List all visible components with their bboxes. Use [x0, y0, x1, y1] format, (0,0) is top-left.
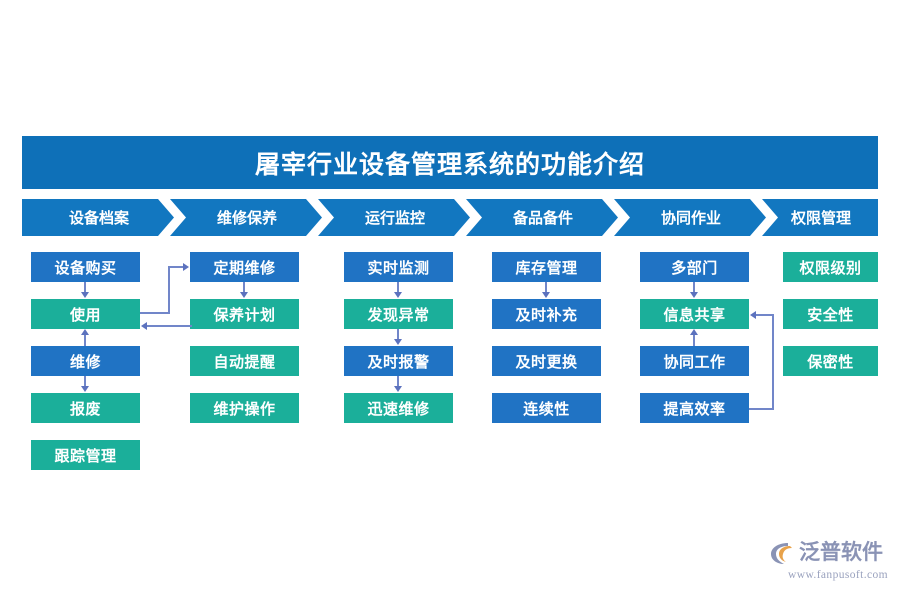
title-banner: 屠宰行业设备管理系统的功能介绍	[22, 136, 878, 189]
node-col4-4[interactable]: 连续性	[492, 393, 601, 423]
connector-col1-3-4	[84, 376, 86, 387]
node-label: 自动提醒	[213, 353, 276, 371]
node-label: 权限级别	[799, 259, 862, 277]
connector-col5-1-2	[693, 282, 695, 293]
arrow-down-col4-1-2	[542, 292, 550, 298]
node-label: 迅速维修	[367, 400, 430, 418]
connector-eff-to-share-h1	[749, 408, 774, 410]
logo-url: www.fanpusoft.com	[788, 569, 888, 581]
node-label: 保养计划	[213, 306, 276, 324]
connector-col5-3-2	[693, 335, 695, 346]
arrow-up-col1-3-2	[81, 329, 89, 335]
node-col6-3[interactable]: 保密性	[783, 346, 878, 376]
node-col4-2[interactable]: 及时补充	[492, 299, 601, 329]
node-label: 设备购买	[54, 259, 117, 277]
arrow-down-col3-3-4	[394, 386, 402, 392]
page-title: 屠宰行业设备管理系统的功能介绍	[254, 150, 645, 179]
chevron-step-3[interactable]: 运行监控	[318, 199, 470, 236]
connector-use-to-periodic-h1	[140, 312, 170, 314]
node-col4-1[interactable]: 库存管理	[492, 252, 601, 282]
node-label: 及时报警	[367, 353, 430, 371]
arrow-down-col3-2-3	[394, 339, 402, 345]
chevron-step-6[interactable]: 权限管理	[762, 199, 878, 236]
arrow-right-use-to-periodic	[183, 263, 189, 271]
fanpu-logo-icon	[771, 543, 792, 564]
brand-logo: 泛普软件 www.fanpusoft.com	[768, 538, 888, 584]
chevron-step-4[interactable]: 备品备件	[466, 199, 618, 236]
arrow-down-col5-1-2	[690, 292, 698, 298]
node-label: 连续性	[523, 400, 570, 418]
node-col6-1[interactable]: 权限级别	[783, 252, 878, 282]
node-col1-4[interactable]: 报废	[31, 393, 140, 423]
chevron-label-6: 权限管理	[790, 210, 851, 227]
chevron-label-5: 协同作业	[660, 210, 721, 227]
node-label: 信息共享	[663, 306, 726, 324]
chevron-label-1: 设备档案	[68, 210, 129, 227]
node-col3-3[interactable]: 及时报警	[344, 346, 453, 376]
connector-col4-1-2	[545, 282, 547, 293]
connector-col1-3-2	[84, 335, 86, 346]
connector-col1-1-2	[84, 282, 86, 293]
arrow-up-col5-3-2	[690, 329, 698, 335]
logo-row: 泛普软件	[768, 538, 888, 568]
node-label: 安全性	[807, 306, 854, 324]
node-label: 多部门	[671, 259, 718, 277]
node-label: 及时更换	[515, 353, 578, 371]
node-col1-1[interactable]: 设备购买	[31, 252, 140, 282]
chevron-step-2[interactable]: 维修保养	[170, 199, 322, 236]
node-col2-2[interactable]: 保养计划	[190, 299, 299, 329]
node-label: 维修	[69, 353, 101, 371]
node-col5-4[interactable]: 提高效率	[640, 393, 749, 423]
connector-plan-to-use	[147, 325, 192, 327]
node-label: 保密性	[807, 353, 854, 371]
arrow-down-col2-1-2	[240, 292, 248, 298]
arrow-down-col3-1-2	[394, 292, 402, 298]
node-label: 报废	[69, 400, 101, 418]
node-col1-5[interactable]: 跟踪管理	[31, 440, 140, 470]
node-label: 跟踪管理	[54, 447, 117, 465]
chevron-label-3: 运行监控	[364, 210, 425, 227]
chevron-label-2: 维修保养	[216, 210, 277, 227]
node-col5-2[interactable]: 信息共享	[640, 299, 749, 329]
chevron-nav: 设备档案 维修保养 运行监控 备品备件 协同作业 权限管理	[22, 199, 878, 236]
node-col1-3[interactable]: 维修	[31, 346, 140, 376]
node-col2-4[interactable]: 维护操作	[190, 393, 299, 423]
connector-eff-to-share-h2	[756, 314, 774, 316]
arrow-down-col1-3-4	[81, 386, 89, 392]
node-label: 维护操作	[213, 400, 276, 418]
node-label: 实时监测	[367, 259, 430, 277]
node-label: 提高效率	[663, 400, 726, 418]
connector-col3-3-4	[397, 376, 399, 387]
node-col3-1[interactable]: 实时监测	[344, 252, 453, 282]
chevron-step-5[interactable]: 协同作业	[614, 199, 766, 236]
node-col3-2[interactable]: 发现异常	[344, 299, 453, 329]
node-label: 库存管理	[515, 259, 578, 277]
arrow-down-col1-1-2	[81, 292, 89, 298]
node-col6-2[interactable]: 安全性	[783, 299, 878, 329]
node-col1-2[interactable]: 使用	[31, 299, 140, 329]
node-col3-4[interactable]: 迅速维修	[344, 393, 453, 423]
node-label: 及时补充	[515, 306, 578, 324]
node-col5-1[interactable]: 多部门	[640, 252, 749, 282]
connector-col3-2-3	[397, 329, 399, 340]
node-col2-3[interactable]: 自动提醒	[190, 346, 299, 376]
node-label: 定期维修	[213, 259, 276, 277]
node-col2-1[interactable]: 定期维修	[190, 252, 299, 282]
node-col5-3[interactable]: 协同工作	[640, 346, 749, 376]
connector-eff-to-share-v	[772, 314, 774, 410]
arrow-left-eff-to-share	[750, 311, 756, 319]
connector-col3-1-2	[397, 282, 399, 293]
chevron-label-4: 备品备件	[512, 210, 573, 227]
connector-use-to-periodic-h2	[168, 266, 184, 268]
logo-wordmark: 泛普软件	[799, 541, 883, 564]
node-col4-3[interactable]: 及时更换	[492, 346, 601, 376]
node-label: 协同工作	[663, 353, 726, 371]
node-label: 使用	[69, 306, 101, 324]
connector-col2-1-2	[243, 282, 245, 293]
chevron-step-1[interactable]: 设备档案	[22, 199, 174, 236]
arrow-left-plan-to-use	[141, 322, 147, 330]
node-label: 发现异常	[367, 306, 430, 324]
connector-use-to-periodic-v	[168, 266, 170, 314]
